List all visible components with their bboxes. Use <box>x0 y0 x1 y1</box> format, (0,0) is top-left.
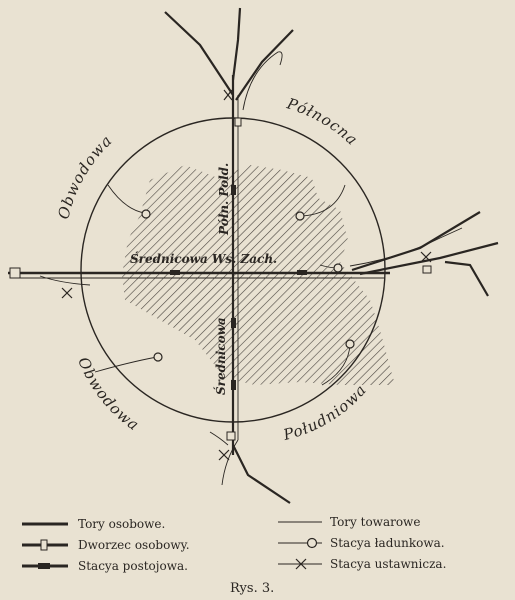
svg-text:Stacya ładunkowa.: Stacya ładunkowa. <box>330 536 445 550</box>
marshalling-station-north <box>223 89 233 101</box>
legend-passenger-station: Dworzec osobowy. <box>22 538 190 552</box>
legend-loading-station: Stacya ładunkowa. <box>278 536 445 550</box>
north-freight-branch <box>242 51 283 111</box>
east-branch-south <box>444 260 489 297</box>
spur-sw <box>94 356 158 373</box>
legend-stabling-station: Stacya postojowa. <box>22 559 188 573</box>
north-west-branch <box>164 11 234 96</box>
spur-nw <box>107 184 146 214</box>
legend-passenger-tracks: Tory osobowe. <box>22 517 165 531</box>
marshalling-station-west <box>61 287 73 299</box>
label-obwodowa-bottom: Obwodowa <box>74 354 143 434</box>
north-east-branch <box>235 29 294 101</box>
stabling-station-4 <box>297 270 307 275</box>
north-branch <box>231 7 242 81</box>
spur-ne <box>299 184 346 217</box>
south-west-spur <box>209 431 229 446</box>
loading-station-e <box>333 263 343 273</box>
east-branch-lower <box>359 241 499 276</box>
stabling-station-5 <box>170 270 180 275</box>
loading-station-sw <box>153 352 163 362</box>
east-branch-upper <box>351 211 481 272</box>
west-freight-branch <box>39 275 91 286</box>
svg-text:Stacya ustawnicza.: Stacya ustawnicza. <box>330 557 446 571</box>
city-area <box>122 165 395 385</box>
label-obwodowa-top: Obwodowa <box>54 131 116 221</box>
east-freight-branch <box>349 227 463 267</box>
svg-text:Tory osobowe.: Tory osobowe. <box>78 517 165 531</box>
stabling-station-1 <box>231 185 236 195</box>
loading-station-nw <box>141 209 151 219</box>
svg-text:Dworzec osobowy.: Dworzec osobowy. <box>78 538 190 552</box>
label-srednicowa-vertical: Średnicowa <box>212 317 228 395</box>
loading-station-ne <box>295 211 305 221</box>
label-srednicowa-horizontal: Średnicowa Ws. Zach. <box>130 250 277 266</box>
svg-text:Stacya postojowa.: Stacya postojowa. <box>78 559 188 573</box>
label-north-vertical: Półn. Pold. <box>217 163 231 236</box>
figure-caption: Rys. 3. <box>230 581 274 596</box>
passenger-station-south <box>226 431 236 441</box>
legend-freight-tracks: Tory towarowe <box>278 515 420 529</box>
spur-se <box>321 344 351 386</box>
stabling-station-3 <box>231 380 236 390</box>
label-polnocna: Północna <box>284 94 362 149</box>
marshalling-station-east <box>420 251 432 263</box>
svg-text:Tory towarowe: Tory towarowe <box>330 515 420 529</box>
marshalling-station-south <box>218 449 230 461</box>
south-branch <box>232 444 291 504</box>
passenger-station-west <box>9 267 21 279</box>
stabling-station-2 <box>231 318 236 328</box>
legend-marshalling-station: Stacya ustawnicza. <box>278 557 446 571</box>
passenger-station-north <box>234 117 242 127</box>
passenger-station-east <box>422 265 432 274</box>
loading-station-se <box>345 339 355 349</box>
south-freight-branch <box>221 439 239 486</box>
